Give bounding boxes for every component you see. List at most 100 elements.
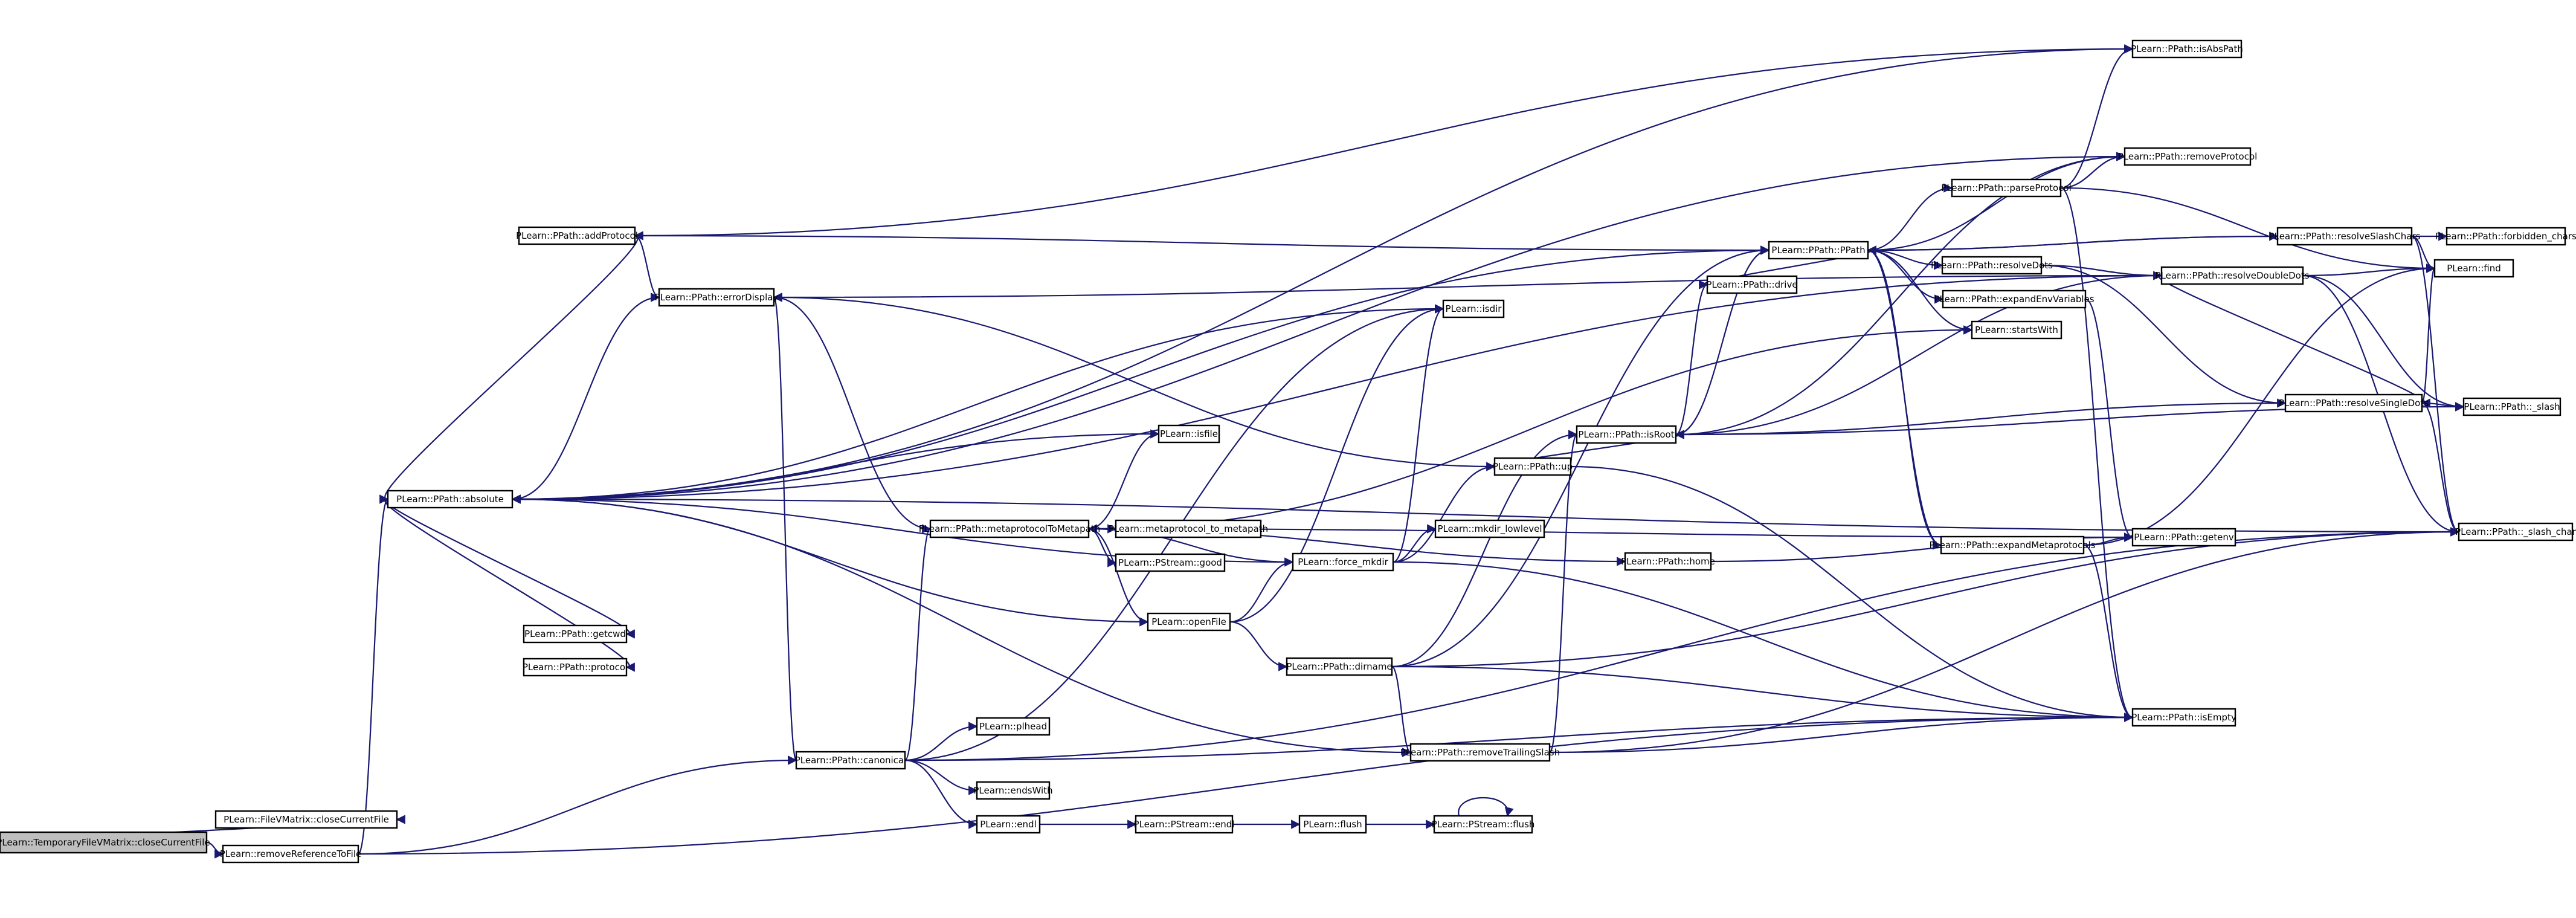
node-canonical[interactable]: PLearn::PPath::canonical <box>795 751 907 770</box>
edge-rts-to-isEmpty <box>1549 713 2134 754</box>
node-label: PLearn::PPath::drive <box>1706 279 1797 290</box>
node-label: PLearn::PPath::forbidden_chars <box>2435 231 2576 242</box>
node-isdir[interactable]: PLearn::isdir <box>1442 299 1505 318</box>
node-addProtocol[interactable]: PLearn::PPath::addProtocol <box>516 226 638 245</box>
node-rts[interactable]: PLearn::PPath::removeTrailingSlash <box>1400 743 1560 762</box>
node-box <box>976 717 1051 736</box>
node-ps_endl[interactable]: PLearn::PStream::endl <box>1134 815 1235 834</box>
node-box <box>2131 528 2236 547</box>
node-resolveSlash[interactable]: PLearn::PPath::resolveSlashChars <box>2269 227 2421 246</box>
node-box <box>523 658 628 677</box>
node-home[interactable]: PLearn::PPath::home <box>1621 552 1715 571</box>
edge-removeRef-to-canonical <box>358 755 797 855</box>
node-flush[interactable]: PLearn::flush <box>1298 815 1367 834</box>
node-dirname[interactable]: PLearn::PPath::dirname <box>1286 657 1393 676</box>
node-absolute[interactable]: PLearn::PPath::absolute <box>387 490 514 509</box>
node-box <box>1298 815 1367 834</box>
edge-addProtocol-to-isAbsPath <box>634 44 2134 237</box>
node-startsWith[interactable]: PLearn::startsWith <box>1971 320 2062 340</box>
node-box <box>2458 522 2574 541</box>
node-getcwd[interactable]: PLearn::PPath::getcwd <box>523 624 628 644</box>
node-psgood[interactable]: PLearn::PStream::good <box>1115 553 1226 572</box>
node-label: PLearn::PPath::canonical <box>795 755 907 766</box>
node-box <box>1971 320 2062 340</box>
node-pparse[interactable]: PLearn::PPath::parseProtocol <box>1941 178 2072 198</box>
node-box <box>387 490 514 509</box>
edge-resolveSingle-to-find <box>2421 263 2436 404</box>
node-box <box>1115 519 1262 538</box>
node-box <box>1409 743 1551 762</box>
node-ppath[interactable]: PLearn::PPath::PPath <box>1768 241 1869 260</box>
node-box <box>1115 553 1226 572</box>
edge-resolveSlash-to-slash_char <box>2411 235 2460 537</box>
node-label: PLearn::removeReferenceToFile <box>220 849 361 859</box>
edge-meta2meta-to-startsWith <box>1088 325 1973 530</box>
edge-removeRef-to-absolute <box>357 494 389 855</box>
edge-canonical-to-pl_head <box>904 722 978 761</box>
node-label: PLearn::metaprotocol_to_metapath <box>1109 523 1268 535</box>
node-label: PLearn::PPath::protocol <box>523 662 628 673</box>
node-label: PLearn::PPath::expandEnvVariables <box>1934 294 2094 305</box>
edge-isdir-to-absolute <box>511 308 1444 504</box>
node-box <box>1135 815 1234 834</box>
edge-absolute-to-ppath <box>512 245 1770 500</box>
node-label: PLearn::PPath::isAbsPath <box>2131 44 2243 54</box>
edge-ppath-to-pparse <box>1867 183 1953 251</box>
node-expMeta[interactable]: PLearn::PPath::expandMetaprotocols <box>1929 535 2096 555</box>
edge-force_mkdir-to-isdir <box>1393 304 1444 563</box>
edge-addProtocol-to-ppath <box>634 234 1770 255</box>
node-label: PLearn::PPath::getcwd <box>524 629 626 639</box>
edge-dirname-to-slash_char <box>1391 527 2460 668</box>
node-protocol[interactable]: PLearn::PPath::protocol <box>523 658 628 677</box>
node-mkdir_lowlevel[interactable]: PLearn::mkdir_lowlevel <box>1434 519 1545 538</box>
node-up[interactable]: PLearn::PPath::up <box>1493 457 1573 476</box>
node-mp_to_mp[interactable]: PLearn::metaprotocol_to_metapath <box>1109 519 1268 538</box>
node-label: PLearn::PPath::removeProtocol <box>2118 151 2258 162</box>
node-getenv[interactable]: PLearn::PPath::getenv <box>2131 528 2236 547</box>
edge-resolveSlash-to-ppath <box>1867 235 2278 255</box>
node-box <box>1941 256 2043 275</box>
node-endsWith[interactable]: PLearn::endsWith <box>973 781 1053 800</box>
node-fvm_close[interactable]: PLearn::FileVMatrix::closeCurrentFile <box>214 810 398 829</box>
node-meta2meta[interactable]: PLearn::PPath::metaprotocolToMetapath <box>919 519 1100 538</box>
node-errorDisplay[interactable]: PLearn::PPath::errorDisplay <box>655 288 779 307</box>
node-force_mkdir[interactable]: PLearn::force_mkdir <box>1292 552 1394 572</box>
node-label: PLearn::PPath::resolveSlashChars <box>2269 231 2421 242</box>
node-pl_head[interactable]: PLearn::plhead <box>976 717 1051 736</box>
node-isfile[interactable]: PLearn::isfile <box>1158 424 1220 444</box>
node-isRoot[interactable]: PLearn::PPath::isRoot <box>1576 425 1677 444</box>
node-removeRef[interactable]: PLearn::removeReferenceToFile <box>220 844 361 864</box>
node-endl[interactable]: PLearn::endl <box>976 815 1041 834</box>
node-isAbsPath[interactable]: PLearn::PPath::isAbsPath <box>2131 39 2243 59</box>
node-box <box>1951 178 2062 198</box>
edge-absolute-to-protocol <box>384 498 635 672</box>
node-box <box>214 810 398 829</box>
node-slash_char[interactable]: PLearn::PPath::_slash_char <box>2455 522 2576 541</box>
node-label: PLearn::mkdir_lowlevel <box>1437 523 1542 535</box>
node-label: PLearn::PPath::_slash <box>2464 401 2560 413</box>
edge-resolveSingle-to-slash <box>2421 402 2465 412</box>
node-box <box>2433 259 2514 278</box>
node-resolveDouble[interactable]: PLearn::PPath::resolveDoubleDots <box>2155 266 2310 285</box>
node-slash[interactable]: PLearn::PPath::_slash <box>2462 397 2562 416</box>
node-openFile[interactable]: PLearn::openFile <box>1147 612 1231 632</box>
edge-rts-to-isRoot <box>1548 430 1578 754</box>
node-isEmpty[interactable]: PLearn::PPath::isEmpty <box>2131 708 2236 727</box>
node-expEnv[interactable]: PLearn::PPath::expandEnvVariables <box>1934 289 2095 309</box>
node-label: PLearn::PPath::addProtocol <box>516 230 638 241</box>
edge-up-to-errorDisplay <box>773 293 1495 468</box>
edge-force_mkdir-to-up <box>1393 462 1496 563</box>
node-root[interactable]: PLearn::TemporaryFileVMatrix::closeCurre… <box>0 831 210 854</box>
node-label: PLearn::PPath::removeTrailingSlash <box>1400 747 1560 758</box>
node-ps_flush[interactable]: PLearn::PStream::flush <box>1432 815 1535 834</box>
node-box <box>2284 393 2423 413</box>
node-box <box>1292 552 1394 572</box>
node-forbidden[interactable]: PLearn::PPath::forbidden_chars <box>2435 227 2576 246</box>
node-drive[interactable]: PLearn::PPath::drive <box>1706 275 1798 294</box>
node-removeProtocol[interactable]: PLearn::PPath::removeProtocol <box>2118 147 2258 166</box>
node-box <box>1942 289 2087 309</box>
node-resolveSingle[interactable]: PLearn::PPath::resolveSingleDots <box>2279 393 2429 413</box>
node-box <box>1442 299 1505 318</box>
node-find[interactable]: PLearn::find <box>2433 259 2514 278</box>
node-resolveDots[interactable]: PLearn::PPath::resolveDots <box>1931 256 2053 275</box>
